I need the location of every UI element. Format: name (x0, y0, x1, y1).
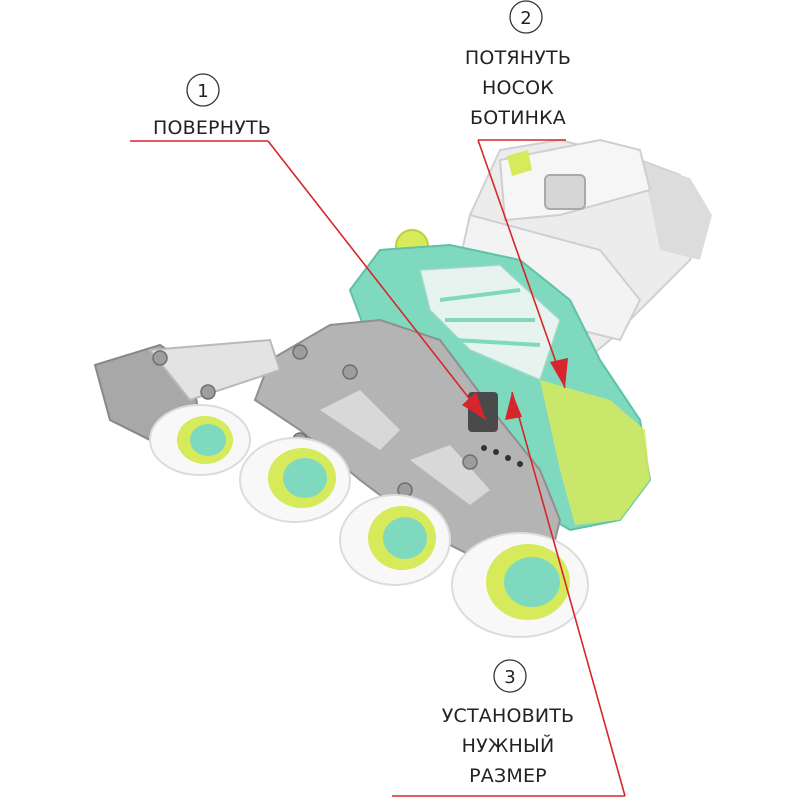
step-2-line-2: НОСОК (482, 77, 554, 99)
step-badge-2 (509, 0, 543, 34)
step-2-line-3: БОТИНКА (470, 107, 566, 129)
step-number-3: 3 (504, 667, 515, 688)
callout-step-1: 1 ПОВЕРНУТЬ (130, 73, 487, 421)
buckle-icon (544, 174, 586, 210)
step-number-2: 2 (520, 8, 531, 29)
wheel-3 (339, 494, 451, 586)
arrow-head-icon (505, 392, 522, 420)
wheel-2 (239, 437, 351, 523)
step-2-line-1: ПОТЯНУТЬ (465, 47, 571, 69)
step-number-1: 1 (197, 81, 208, 102)
callout-step-3: 3 УСТАНОВИТЬ НУЖНЫЙ РАЗМЕР (392, 391, 626, 797)
wheel-4 (451, 532, 589, 638)
arrow-head-icon (462, 392, 486, 420)
step-3-line-1: УСТАНОВИТЬ (442, 705, 575, 727)
inline-skate-illustration (93, 138, 712, 638)
step-1-label: ПОВЕРНУТЬ (153, 117, 271, 139)
step-badge-3 (493, 659, 527, 693)
step-badge-1 (186, 73, 220, 107)
step-3-line-2: НУЖНЫЙ (462, 734, 555, 757)
wheel-1 (149, 404, 251, 476)
step-3-line-3: РАЗМЕР (469, 765, 547, 787)
callout-step-2: 2 ПОТЯНУТЬ НОСОК БОТИНКА (465, 0, 571, 389)
arrow-head-icon (550, 358, 568, 388)
